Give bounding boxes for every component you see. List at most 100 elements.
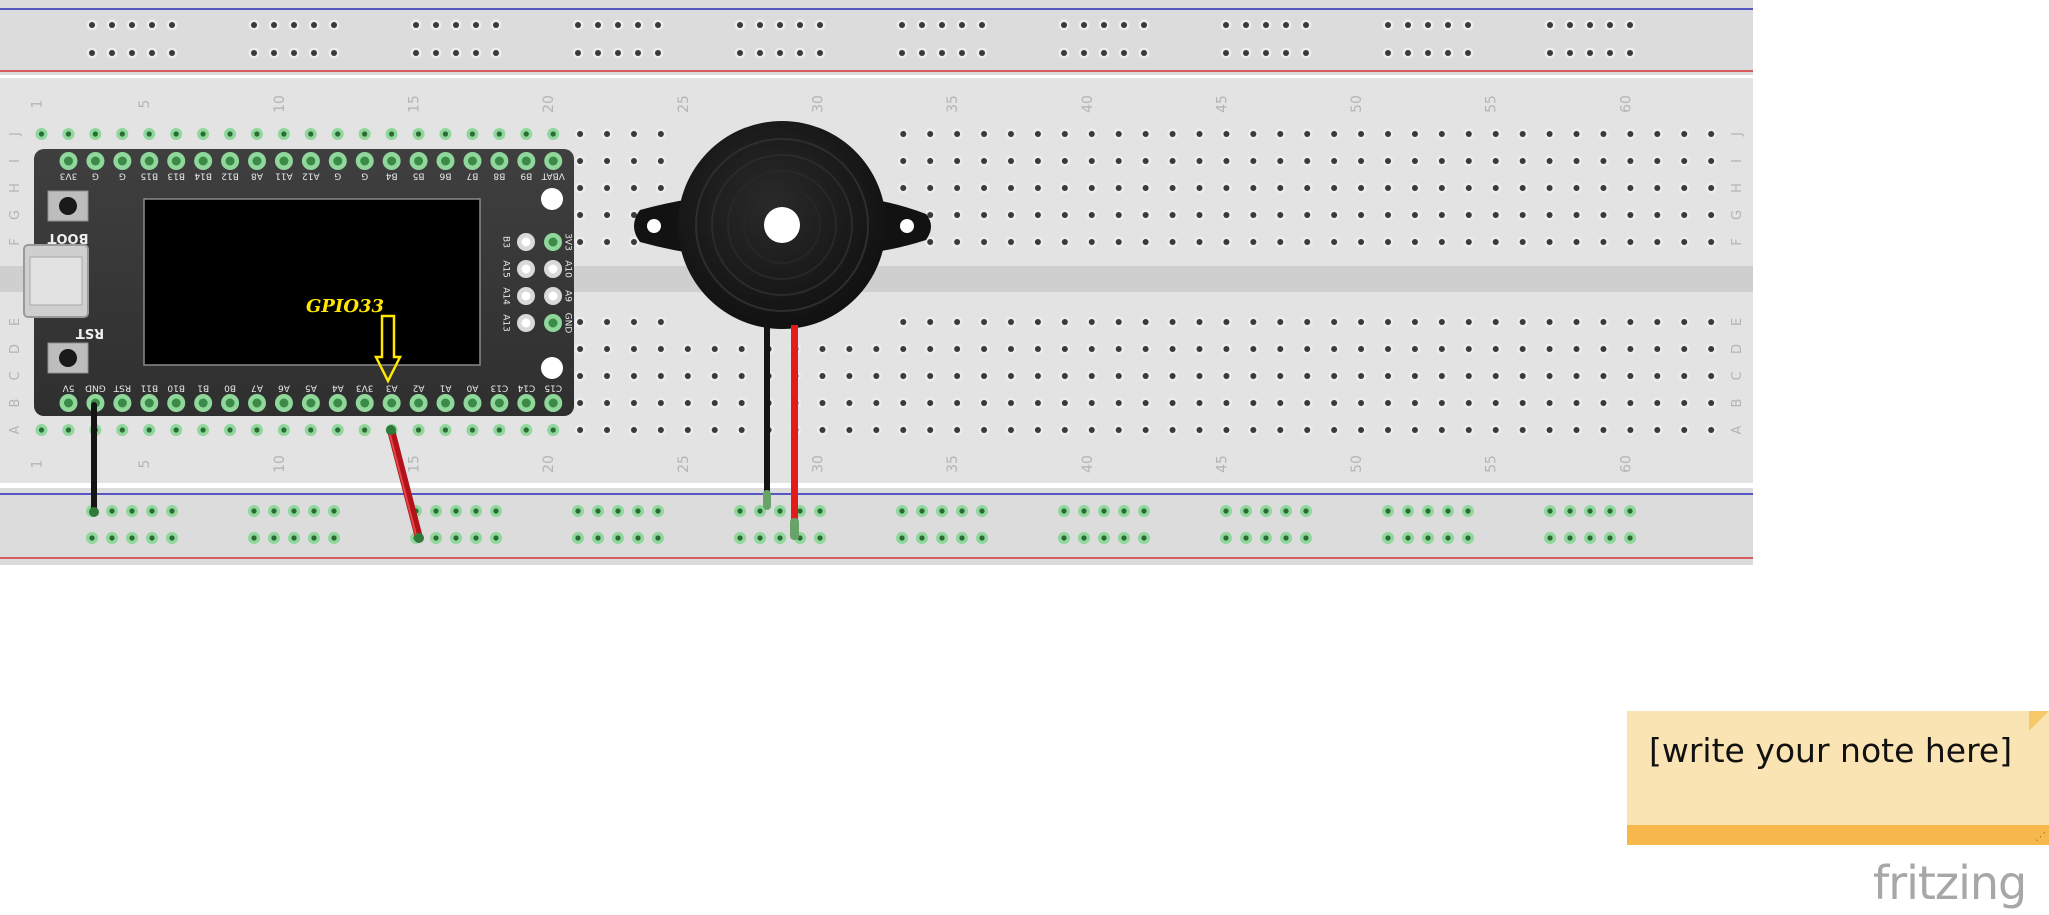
breadboard-hole-center [981, 185, 988, 191]
note-body[interactable] [1627, 711, 2049, 825]
breadboard-hole-center [1250, 212, 1257, 218]
breadboard-hole-center [1007, 319, 1014, 325]
board-side-pin-label: A14 [501, 287, 511, 305]
breadboard-hole-center [1546, 373, 1553, 379]
breadboard-hole-center [1358, 185, 1365, 191]
breadboard-hole-center [1492, 319, 1499, 325]
breadboard-hole-center [1061, 535, 1067, 541]
note-text[interactable]: [write your note here] [1649, 731, 2013, 770]
breadboard-hole-center [1304, 239, 1311, 245]
breadboard-hole-center [954, 319, 961, 325]
breadboard-hole-center [331, 535, 337, 541]
breadboard-hole-center [1141, 22, 1147, 28]
breadboard-hole-center [1061, 239, 1068, 245]
breadboard-hole-center [900, 346, 907, 352]
breadboard-hole-center [927, 239, 934, 245]
breadboard-hole-center [473, 508, 479, 514]
breadboard-hole-center [1101, 508, 1107, 514]
breadboard-hole-center [577, 400, 584, 406]
row-letter: F [1730, 238, 1745, 245]
row-letter: H [8, 183, 23, 193]
gpio-callout-label: GPIO33 [306, 296, 384, 317]
breadboard-hole-center [1331, 346, 1338, 352]
breadboard-hole-center [630, 239, 637, 245]
board-pin-center [548, 156, 558, 166]
row-letter: D [1730, 344, 1745, 354]
breadboard-hole-center [1438, 239, 1445, 245]
breadboard-hole-center [362, 131, 368, 137]
note-box[interactable]: [write your note here] ⋰ [1627, 711, 2049, 845]
board-pin-label: A0 [466, 383, 478, 393]
breadboard-hole-center [1263, 50, 1269, 56]
breadboard-hole-center [169, 50, 175, 56]
breadboard-hole-center [981, 373, 988, 379]
buzzer-ring [711, 154, 853, 296]
board-pin-label: A7 [251, 383, 263, 393]
breadboard-hole-center [1567, 22, 1573, 28]
breadboard-hole-center [129, 50, 135, 56]
breadboard-hole-center [595, 50, 601, 56]
board-pin-center [279, 398, 289, 408]
breadboard-hole-center [630, 346, 637, 352]
breadboard-hole-center [331, 508, 337, 514]
breadboard-hole-center [1303, 22, 1309, 28]
breadboard-hole-center [1250, 131, 1257, 137]
breadboard-hole-center [1250, 427, 1257, 433]
breadboard-hole-center [473, 535, 479, 541]
breadboard-hole-center [577, 131, 584, 137]
breadboard-hole-center [453, 535, 459, 541]
breadboard-hole-center [981, 131, 988, 137]
breadboard-hole-center [1061, 185, 1068, 191]
row-letter: D [8, 344, 23, 354]
breadboard-hole-center [797, 508, 803, 514]
breadboard-hole-center [604, 212, 611, 218]
breadboard-hole-center [1169, 185, 1176, 191]
row-letter: E [1730, 318, 1745, 326]
buzzer-mount-hole [647, 219, 661, 233]
column-number: 30 [810, 95, 826, 113]
breadboard-hole-center [1519, 239, 1526, 245]
breadboard-hole-center [1277, 212, 1284, 218]
breadboard-hole-center [777, 508, 783, 514]
breadboard-hole-center [595, 22, 601, 28]
breadboard-hole-center [1445, 508, 1451, 514]
signal-wire[interactable] [387, 426, 423, 542]
breadboard-hole-center [927, 400, 934, 406]
column-number: 15 [407, 95, 423, 113]
breadboard-hole-center [1681, 427, 1688, 433]
breadboard-hole-center [149, 50, 155, 56]
breadboard-hole-center [1331, 212, 1338, 218]
breadboard-hole-center [311, 22, 317, 28]
breadboard-hole-center [493, 22, 499, 28]
board-side-pin-label: B3 [501, 236, 511, 248]
breadboard-hole-center [1223, 239, 1230, 245]
breadboard-hole-center [1142, 158, 1149, 164]
breadboard-hole-center [981, 346, 988, 352]
breadboard-hole-center [1169, 319, 1176, 325]
breadboard-hole-center [604, 346, 611, 352]
resize-grip-icon[interactable]: ⋰ [2035, 830, 2046, 843]
board-pin-label: G [119, 171, 126, 181]
breadboard-hole-center [1627, 158, 1634, 164]
breadboard-hole-center [1385, 400, 1391, 406]
breadboard-hole-center [655, 508, 661, 514]
breadboard-hole-center [1681, 373, 1688, 379]
breadboard-hole-center [954, 185, 961, 191]
breadboard-hole-center [473, 50, 479, 56]
breadboard-hole-center [1385, 158, 1391, 164]
board-pin-center [117, 156, 127, 166]
breadboard-hole-center [1438, 185, 1445, 191]
breadboard-hole-center [1088, 319, 1095, 325]
breadboard-hole-center [1223, 535, 1229, 541]
breadboard-hole-center [1573, 131, 1580, 137]
breadboard-hole-center [1600, 373, 1607, 379]
breadboard-hole-center [433, 22, 439, 28]
piezo-buzzer[interactable] [634, 121, 931, 540]
board-pin-center [171, 398, 181, 408]
breadboard-hole-center [1627, 535, 1633, 541]
breadboard-hole-center [89, 22, 95, 28]
breadboard-hole-center [575, 50, 581, 56]
breadboard-hole-center [1243, 50, 1249, 56]
